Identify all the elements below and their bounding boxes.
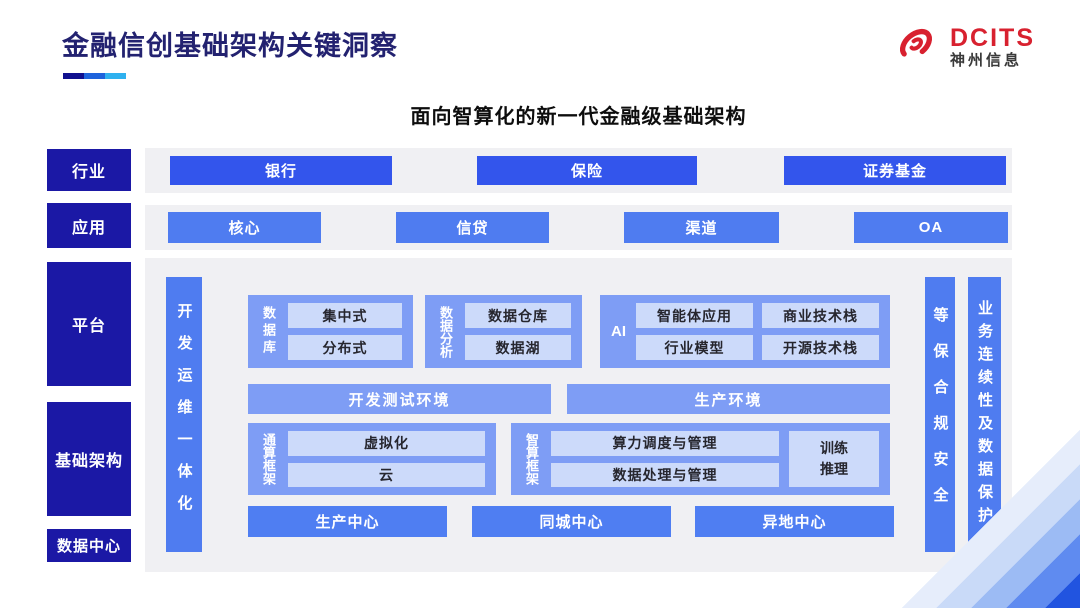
ai-group-label: AI xyxy=(611,323,626,340)
center-remote: 异地中心 xyxy=(695,506,894,537)
ai-group: AI 智能体应用 商业技术栈 行业模型 开源技术栈 xyxy=(600,295,890,368)
application-item-channel: 渠道 xyxy=(624,212,779,243)
application-item-core: 核心 xyxy=(168,212,321,243)
application-item-oa: OA xyxy=(854,212,1008,243)
general-compute-item-virtualization: 虚拟化 xyxy=(288,431,485,456)
ai-item-opensource-stack: 开源技术栈 xyxy=(762,335,879,360)
diagram-title: 面向智算化的新一代金融级基础架构 xyxy=(410,106,747,128)
center-production: 生产中心 xyxy=(248,506,447,537)
title-underline xyxy=(63,66,126,84)
smart-compute-item-dataproc: 数据处理与管理 xyxy=(551,462,779,487)
layer-label-platform: 平台 xyxy=(47,262,131,386)
ai-item-commercial-stack: 商业技术栈 xyxy=(762,303,879,328)
general-compute-item-cloud: 云 xyxy=(288,462,485,487)
page-title: 金融信创基础架构关键洞察 xyxy=(62,31,398,61)
general-compute-group: 通算框架 虚拟化 云 xyxy=(248,423,496,495)
database-group-label: 数据库 xyxy=(261,306,276,357)
database-item-distributed: 分布式 xyxy=(288,335,402,360)
smart-compute-label: 智算框架 xyxy=(524,433,539,485)
database-item-centralized: 集中式 xyxy=(288,303,402,328)
security-compliance-bar: 等保合规安全 xyxy=(925,277,955,552)
company-logo: DCITS 神州信息 xyxy=(890,20,1035,73)
industry-item-bank: 银行 xyxy=(170,156,392,185)
general-compute-label: 通算框架 xyxy=(261,433,276,485)
underline-segment xyxy=(63,73,84,79)
layer-label-datacenter: 数据中心 xyxy=(47,529,131,562)
underline-segment xyxy=(105,73,126,79)
analytics-group: 数据分析 数据仓库 数据湖 xyxy=(425,295,582,368)
analytics-item-warehouse: 数据仓库 xyxy=(465,303,571,328)
devops-bar: 开发运维一体化 xyxy=(166,277,202,552)
prod-env-bar: 生产环境 xyxy=(567,384,890,414)
train-infer-label: 训练推理 xyxy=(820,440,848,477)
analytics-group-label: 数据分析 xyxy=(438,305,453,358)
smart-compute-item-scheduling: 算力调度与管理 xyxy=(551,431,779,456)
ai-item-agent-app: 智能体应用 xyxy=(636,303,753,328)
analytics-item-lake: 数据湖 xyxy=(465,335,571,360)
layer-label-application: 应用 xyxy=(47,203,131,248)
logo-brand-text: DCITS xyxy=(950,23,1035,52)
swirl-icon xyxy=(890,20,942,73)
security-compliance-label: 等保合规安全 xyxy=(931,306,949,523)
center-same-city: 同城中心 xyxy=(472,506,671,537)
layer-label-industry: 行业 xyxy=(47,149,131,191)
database-group: 数据库 集中式 分布式 xyxy=(248,295,413,368)
dev-test-env-bar: 开发测试环境 xyxy=(248,384,551,414)
devops-bar-label: 开发运维一体化 xyxy=(175,302,193,527)
business-continuity-bar: 业务连续性及数据保护 xyxy=(968,277,1001,552)
application-item-credit: 信贷 xyxy=(396,212,549,243)
ai-item-industry-model: 行业模型 xyxy=(636,335,753,360)
business-continuity-label: 业务连续性及数据保护 xyxy=(976,299,993,530)
smart-compute-train-infer-box: 训练推理 xyxy=(789,431,879,487)
industry-item-insurance: 保险 xyxy=(477,156,697,185)
logo-company-text: 神州信息 xyxy=(950,51,1023,69)
industry-item-securities: 证券基金 xyxy=(784,156,1006,185)
layer-label-infrastructure: 基础架构 xyxy=(47,402,131,516)
underline-segment xyxy=(84,73,105,79)
smart-compute-group: 智算框架 算力调度与管理 数据处理与管理 训练推理 xyxy=(511,423,890,495)
